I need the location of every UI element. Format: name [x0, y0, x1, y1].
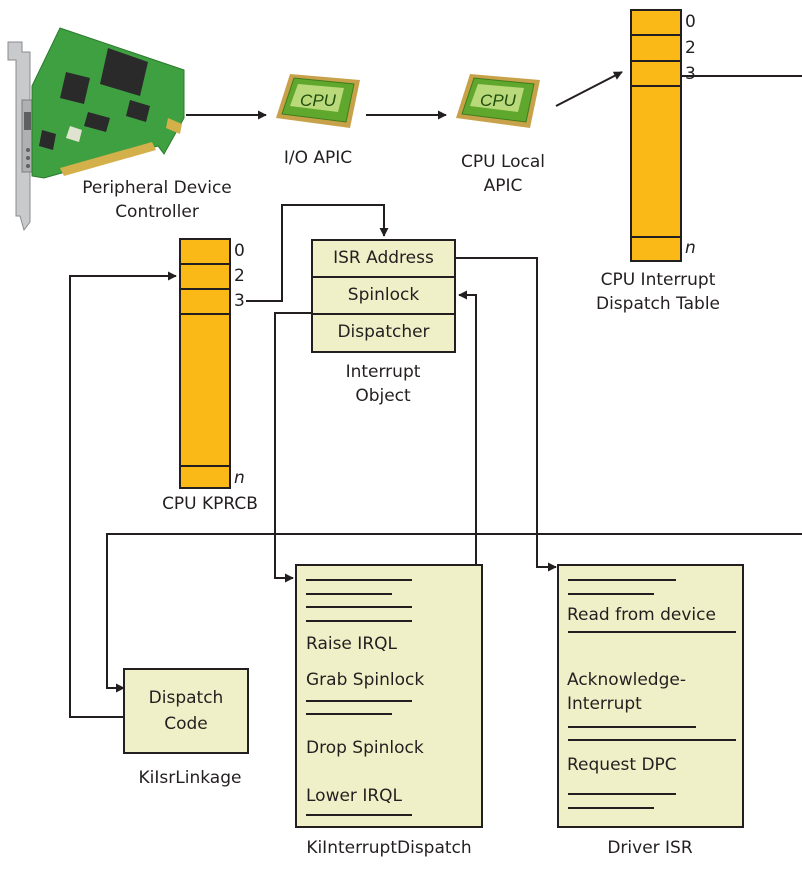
interrupt-object-box	[311, 239, 456, 353]
driver-isr-label: Driver ISR	[607, 838, 693, 858]
isr-step-read-device: Read from device	[567, 605, 716, 625]
dispatch-code-box	[123, 668, 249, 754]
kiinterruptdispatch-label: KiInterruptDispatch	[306, 838, 472, 858]
interrupt-object-label-line1: Interrupt	[345, 362, 421, 382]
io-apic-chip-label: CPU	[300, 91, 337, 110]
local-apic-label-line2: APIC	[483, 176, 523, 196]
kprcb-index-0: 0	[234, 241, 245, 261]
idt-index-0: 0	[685, 12, 696, 32]
driver-isr-box	[557, 564, 744, 828]
idt-index-n: n	[685, 238, 696, 258]
step-drop-spinlock: Drop Spinlock	[306, 738, 424, 758]
isr-step-request-dpc: Request DPC	[567, 755, 677, 775]
io-apic-label: I/O APIC	[283, 148, 353, 168]
kprcb-index-2: 2	[234, 266, 245, 286]
step-lower-irql: Lower IRQL	[306, 786, 403, 806]
isr-linkage-label: KiIsrLinkage	[138, 768, 242, 788]
isr-step-acknowledge: Acknowledge-	[567, 670, 686, 690]
idt-index-2: 2	[685, 38, 696, 58]
field-isr-address: ISR Address	[333, 248, 434, 268]
kprcb-table	[179, 238, 231, 489]
peripheral-label-line1: Peripheral Device	[82, 178, 232, 198]
kprcb-index-n: n	[234, 468, 245, 488]
isr-step-interrupt: Interrupt	[567, 694, 642, 714]
interrupt-object-label-line2: Object	[355, 386, 411, 406]
kprcb-label: CPU KPRCB	[162, 494, 258, 514]
field-spinlock: Spinlock	[347, 285, 420, 305]
network-card-icon	[7, 27, 185, 232]
idt-label-line2: Dispatch Table	[595, 294, 721, 314]
kiinterruptdispatch-box	[295, 564, 483, 828]
field-dispatcher: Dispatcher	[337, 322, 430, 342]
peripheral-label-line2: Controller	[115, 202, 199, 222]
idt-index-3: 3	[685, 64, 696, 84]
cpu-chip-icon: CPU	[456, 74, 540, 128]
kprcb-index-3: 3	[234, 291, 245, 311]
local-apic-chip-label: CPU	[480, 91, 517, 110]
step-grab-spinlock: Grab Spinlock	[306, 670, 425, 690]
step-raise-irql: Raise IRQL	[306, 634, 397, 654]
local-apic-label-line1: CPU Local	[460, 152, 546, 172]
cpu-chip-icon: CPU	[276, 74, 360, 128]
dispatch-code-line2: Code	[164, 714, 208, 734]
idt-label-line1: CPU Interrupt	[600, 270, 716, 290]
dispatch-code-line1: Dispatch	[148, 688, 224, 708]
idt-table	[630, 9, 682, 262]
